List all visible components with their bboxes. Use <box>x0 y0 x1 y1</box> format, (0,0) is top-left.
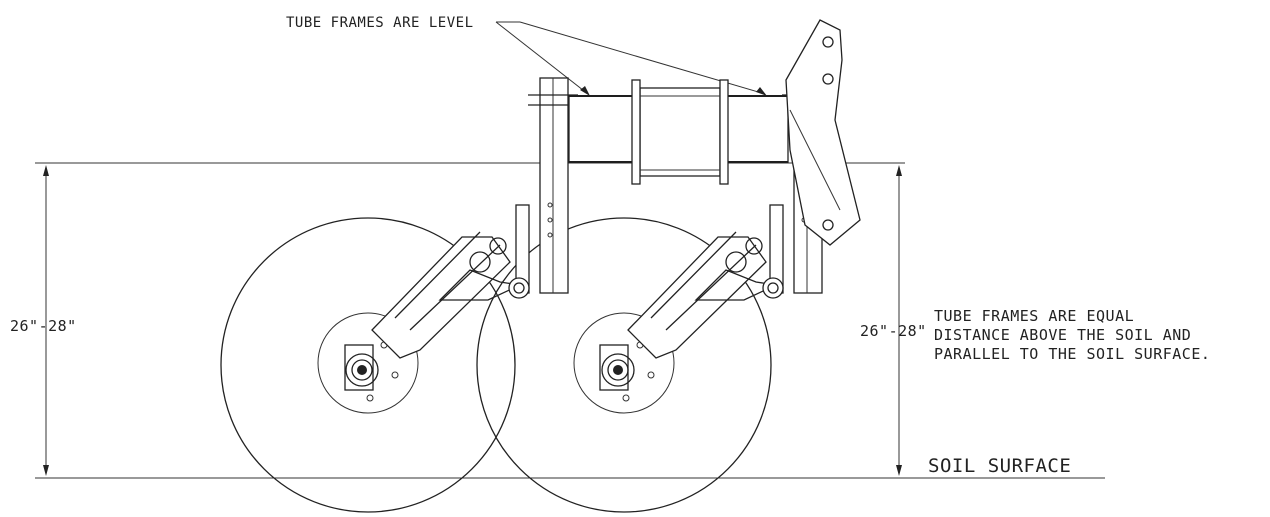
center-clamp <box>631 79 729 185</box>
note-line-3: PARALLEL TO THE SOIL SURFACE. <box>934 345 1210 363</box>
arm-right <box>627 231 779 359</box>
left-dimension-label: 26"-28" <box>10 317 77 335</box>
column-left <box>528 77 578 294</box>
tube-frames-level-label: TUBE FRAMES ARE LEVEL <box>286 15 474 31</box>
right-dimension-label: 26"-28" <box>860 322 927 340</box>
right-dimension <box>896 165 902 476</box>
shank-right <box>762 204 784 299</box>
hub-right <box>573 312 675 414</box>
shank-left <box>508 204 530 299</box>
soil-surface-label: SOIL SURFACE <box>928 455 1071 477</box>
tube-frame-left <box>568 95 636 163</box>
note-line-2: DISTANCE ABOVE THE SOIL AND <box>934 326 1191 344</box>
left-dimension <box>43 165 49 476</box>
disc-blade-right <box>476 217 772 513</box>
arm-left <box>371 231 523 359</box>
hub-left <box>317 312 419 414</box>
disc-blade-left <box>220 217 516 513</box>
mounting-plate <box>785 19 861 246</box>
note-line-1: TUBE FRAMES ARE EQUAL <box>934 307 1134 325</box>
tube-frame-right <box>721 95 789 163</box>
